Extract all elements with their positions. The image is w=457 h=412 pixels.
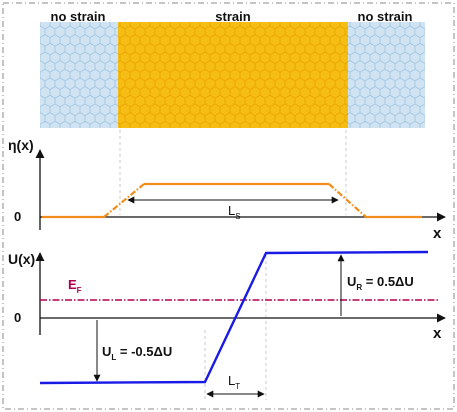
eta-plot: η(x) 0 x LS bbox=[8, 137, 446, 242]
u-plot: U(x) 0 x EF UL = -0.5ΔU UR = 0.5ΔU LT bbox=[8, 250, 446, 398]
no-strain-right-label: no strain bbox=[358, 9, 413, 24]
guide-lines bbox=[119, 130, 347, 400]
strain-label: strain bbox=[215, 9, 250, 24]
lattice-strip: no strain strain no strain bbox=[40, 9, 425, 128]
fermi-label: EF bbox=[68, 277, 82, 295]
eta-zero-label: 0 bbox=[14, 209, 21, 224]
strained-region bbox=[118, 22, 350, 128]
eta-x-label: x bbox=[433, 225, 442, 242]
eta-ramp-down bbox=[328, 183, 367, 218]
unstrained-region-right bbox=[348, 22, 425, 128]
u-zero-label: 0 bbox=[14, 310, 21, 325]
unstrained-region-left bbox=[40, 22, 120, 128]
u-y-label: U(x) bbox=[8, 251, 35, 267]
eta-y-label: η(x) bbox=[8, 137, 34, 153]
ls-label: LS bbox=[228, 203, 241, 221]
eta-ramp-up bbox=[103, 183, 145, 218]
lt-label: LT bbox=[228, 373, 240, 391]
potential-profile bbox=[39, 250, 429, 385]
no-strain-left-label: no strain bbox=[51, 9, 106, 24]
u-x-label: x bbox=[433, 325, 442, 342]
ur-label: UR = 0.5ΔU bbox=[347, 274, 414, 292]
ul-label: UL = -0.5ΔU bbox=[102, 344, 172, 362]
